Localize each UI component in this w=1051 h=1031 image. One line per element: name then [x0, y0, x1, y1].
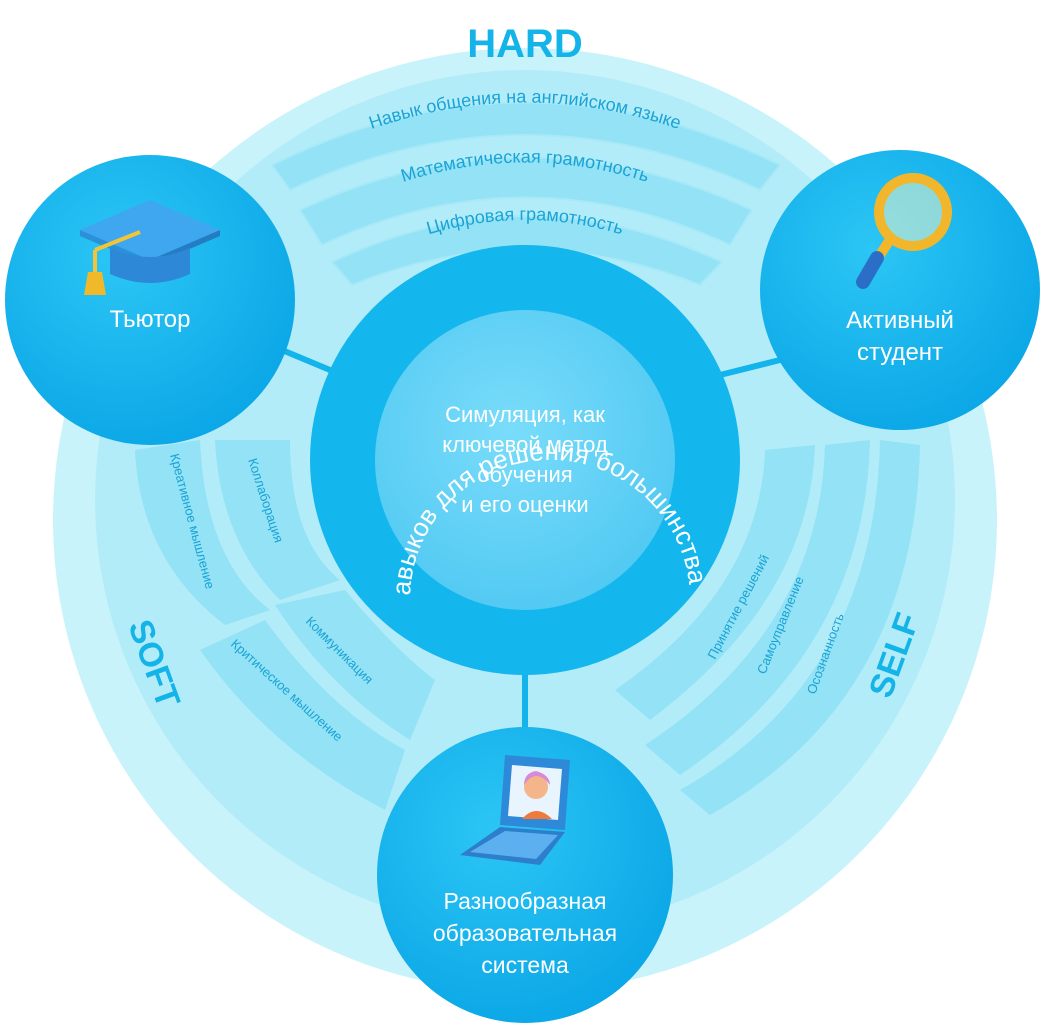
student-label-line-1: Активный — [846, 307, 954, 334]
soft-band-1 — [135, 440, 270, 625]
graduation-cap-icon — [80, 200, 220, 295]
hard-band-2 — [298, 156, 754, 247]
core-circle — [375, 310, 675, 610]
center-text: Симуляция, как ключевой метод обучения и… — [415, 400, 635, 520]
system-label-line-3: система — [481, 952, 569, 978]
soft-band-3 — [275, 590, 435, 740]
student-label: Активный студент — [820, 305, 980, 369]
hard-band-1 — [270, 101, 782, 192]
student-label-line-2: студент — [856, 339, 944, 366]
tutor-label: Тьютор — [109, 306, 191, 333]
soft-band-2 — [215, 440, 340, 600]
system-node — [377, 727, 673, 1023]
center-line-3: обучения — [477, 462, 573, 487]
section-hard: HARD — [467, 22, 583, 66]
laptop-icon — [460, 755, 570, 865]
center-line-2: ключевой метод — [442, 432, 608, 457]
soft-band-4 — [200, 620, 405, 810]
system-label-line-1: Разнообразная — [443, 888, 607, 914]
hard-band-3 — [330, 215, 724, 287]
self-band-1 — [615, 445, 815, 720]
hard-bands — [270, 101, 782, 287]
center-line-4: и его оценки — [461, 492, 589, 517]
student-node — [760, 150, 1040, 430]
connector-student — [719, 357, 781, 378]
self-bands — [615, 440, 920, 815]
self-band-2 — [645, 440, 870, 775]
system-label: Разнообразная образовательная система — [420, 885, 630, 981]
center-line-1: Симуляция, как — [445, 402, 605, 427]
tutor-node — [5, 155, 295, 445]
self-band-3 — [680, 440, 920, 815]
system-label-line-2: образовательная — [432, 920, 618, 946]
soft-bands — [135, 440, 435, 810]
magnifier-icon — [856, 173, 952, 289]
